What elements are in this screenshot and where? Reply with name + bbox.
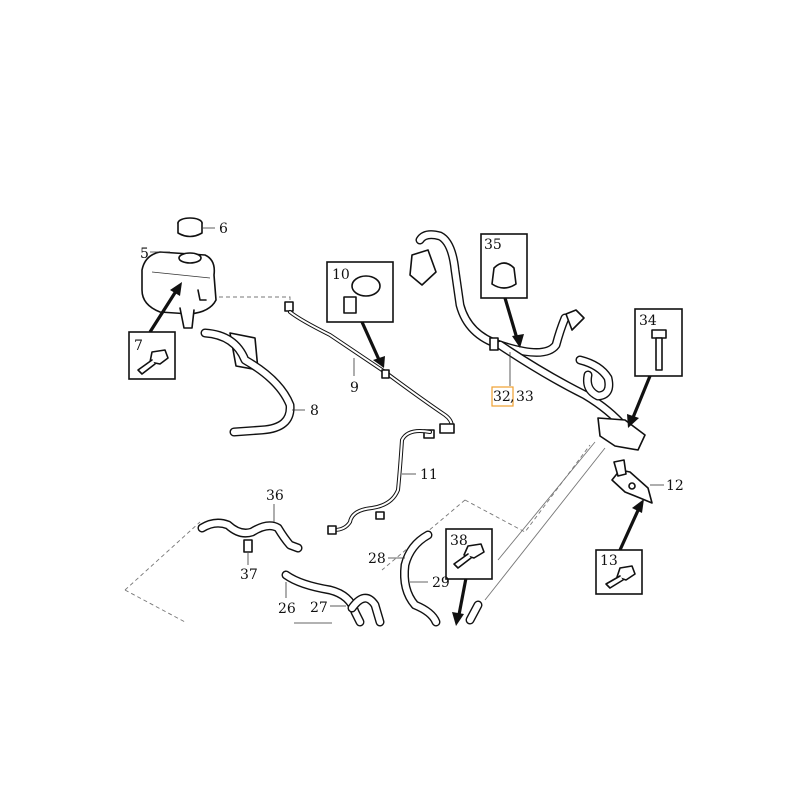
- callout-6: 6: [219, 221, 228, 237]
- hose-26-27: [281, 570, 385, 627]
- assembly-guide-lines: [124, 296, 606, 623]
- callout-5: 5: [140, 246, 149, 262]
- wiring-harness-9: [284, 301, 455, 434]
- hose-36-37: [197, 504, 303, 565]
- callout-12: 12: [666, 478, 684, 494]
- callout-37: 37: [240, 567, 258, 583]
- mounting-bracket-12: [611, 459, 664, 504]
- callout-27: 27: [310, 600, 328, 616]
- expansion-tank: [141, 251, 217, 329]
- coolant-hose-8: [200, 328, 305, 437]
- callout-33: 33: [516, 389, 534, 405]
- detail-box-38: [445, 528, 493, 626]
- detail-box-34: [627, 308, 683, 428]
- expansion-tank-cap: [177, 217, 215, 238]
- hose-28-29: [388, 530, 483, 627]
- detail-box-7: [128, 282, 182, 380]
- callout-7: 7: [134, 338, 143, 354]
- callout-29: 29: [432, 575, 450, 591]
- highlight-marker: [491, 386, 514, 407]
- callout-8: 8: [310, 403, 319, 419]
- callout-34: 34: [639, 313, 657, 329]
- callout-10: 10: [332, 267, 350, 283]
- detail-box-10: [326, 261, 394, 368]
- callout-26: 26: [278, 601, 296, 617]
- callout-28: 28: [368, 551, 386, 567]
- callout-32: 32: [493, 389, 511, 405]
- callout-35: 35: [484, 237, 502, 253]
- detail-box-13: [595, 499, 644, 595]
- hose-assembly-32-33: [409, 230, 646, 451]
- callout-36: 36: [266, 488, 284, 504]
- callout-11: 11: [420, 467, 438, 483]
- callout-labels: 5 6 7 8 9 10 11 12 13 26 27 28 29 32 , 3…: [134, 221, 684, 617]
- callout-9: 9: [350, 380, 359, 396]
- callout-38: 38: [450, 533, 468, 549]
- wiring-harness-11: [327, 429, 435, 535]
- callout-13: 13: [600, 553, 618, 569]
- detail-box-35: [480, 233, 528, 348]
- callout-separator: ,: [510, 389, 514, 405]
